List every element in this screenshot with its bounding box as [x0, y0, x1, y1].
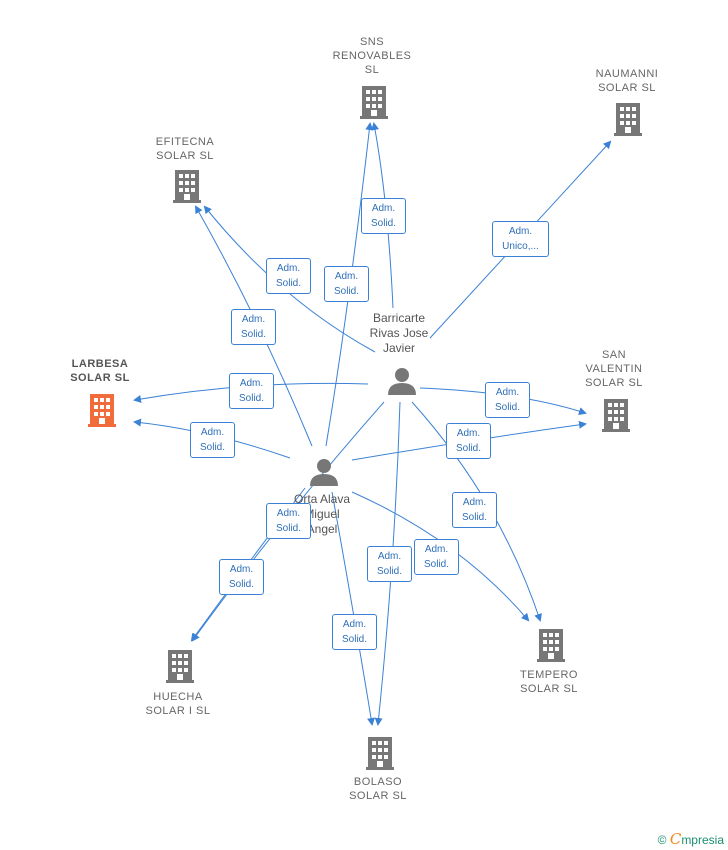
relation-badge[interactable]: Adm. Solid.	[485, 382, 530, 418]
company-label-larbesa: LARBESA SOLAR SL	[70, 358, 130, 384]
building-icon[interactable]	[365, 735, 395, 771]
relation-badge[interactable]: Adm. Solid.	[332, 614, 377, 650]
building-icon-focus[interactable]	[87, 392, 117, 428]
relation-badge[interactable]: Adm. Solid.	[266, 503, 311, 539]
relation-badge[interactable]: Adm. Solid.	[266, 258, 311, 294]
relation-badge[interactable]: Adm. Solid.	[414, 539, 459, 575]
relation-badge[interactable]: Adm. Solid.	[231, 309, 276, 345]
company-label-sns: SNS RENOVABLES SL	[332, 36, 412, 76]
relation-badge[interactable]: Adm. Solid.	[361, 198, 406, 234]
company-label-sanvalentin: SAN VALENTIN SOLAR SL	[585, 349, 643, 389]
company-label-naumanni: NAUMANNI SOLAR SL	[595, 68, 659, 94]
person-icon[interactable]	[387, 366, 417, 396]
brand-initial: C	[669, 830, 682, 848]
person-label-barricarte: Barricarte Rivas Jose Javier	[369, 311, 429, 355]
company-label-huecha: HUECHA SOLAR I SL	[145, 691, 211, 717]
person-icon[interactable]	[309, 457, 339, 487]
building-icon[interactable]	[601, 397, 631, 433]
brand-watermark: © Cmpresia	[658, 830, 724, 848]
relation-badge[interactable]: Adm. Solid.	[229, 373, 274, 409]
relation-badge[interactable]: Adm. Solid.	[446, 423, 491, 459]
company-label-efitecna: EFITECNA SOLAR SL	[155, 136, 215, 162]
person-label-orta: Orta Alava Miguel Angel	[293, 492, 351, 536]
copyright-symbol: ©	[657, 833, 667, 847]
relation-badge[interactable]: Adm. Solid.	[367, 546, 412, 582]
relation-badge[interactable]: Adm. Solid.	[190, 422, 235, 458]
building-icon[interactable]	[536, 627, 566, 663]
building-icon[interactable]	[359, 84, 389, 120]
relation-badge[interactable]: Adm. Unico,...	[492, 221, 549, 257]
building-icon[interactable]	[172, 168, 202, 204]
building-icon[interactable]	[165, 648, 195, 684]
building-icon[interactable]	[613, 101, 643, 137]
relation-badge[interactable]: Adm. Solid.	[219, 559, 264, 595]
company-label-tempero: TEMPERO SOLAR SL	[520, 669, 578, 695]
company-label-bolaso: BOLASO SOLAR SL	[349, 776, 407, 802]
brand-name: mpresia	[681, 833, 724, 847]
relation-badge[interactable]: Adm. Solid.	[324, 266, 369, 302]
relation-badge[interactable]: Adm. Solid.	[452, 492, 497, 528]
